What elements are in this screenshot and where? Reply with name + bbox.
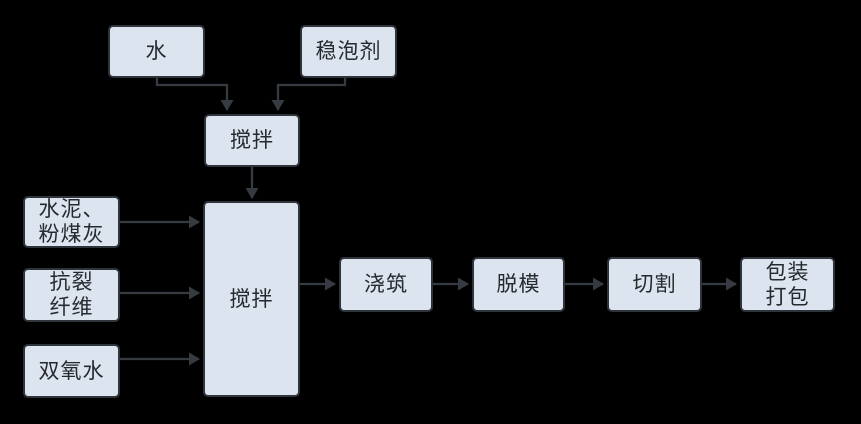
node-mix1: 搅拌 (204, 114, 300, 167)
node-packing: 包装 打包 (740, 257, 835, 312)
node-hydrogen-peroxide-label: 双氧水 (38, 358, 105, 383)
node-water-label: 水 (145, 39, 168, 63)
edge-foam-to-mix1 (271, 78, 347, 111)
node-demolding: 脱模 (472, 257, 565, 312)
node-demolding-label: 脱模 (496, 272, 541, 296)
node-foam-stabilizer-label: 稳泡剂 (315, 39, 382, 63)
node-hydrogen-peroxide: 双氧水 (23, 344, 120, 398)
node-mix1-label: 搅拌 (230, 128, 274, 152)
node-cement-flyash: 水泥、 粉煤灰 (23, 196, 120, 248)
node-pouring-label: 浇筑 (364, 272, 408, 296)
node-cutting-label: 切割 (632, 272, 677, 296)
node-water: 水 (108, 25, 205, 78)
node-packing-label: 包装 打包 (765, 259, 810, 309)
node-anti-crack-fiber: 抗裂 纤维 (23, 268, 120, 322)
node-pouring: 浇筑 (339, 257, 433, 312)
node-cutting: 切割 (607, 257, 702, 312)
edge-water-to-mix1 (155, 78, 234, 111)
node-mix2: 搅拌 (203, 201, 300, 397)
node-anti-crack-fiber-label: 抗裂 纤维 (49, 270, 94, 319)
node-foam-stabilizer: 稳泡剂 (300, 25, 397, 78)
node-mix2-label: 搅拌 (229, 286, 274, 311)
node-cement-flyash-label: 水泥、 粉煤灰 (38, 197, 105, 246)
